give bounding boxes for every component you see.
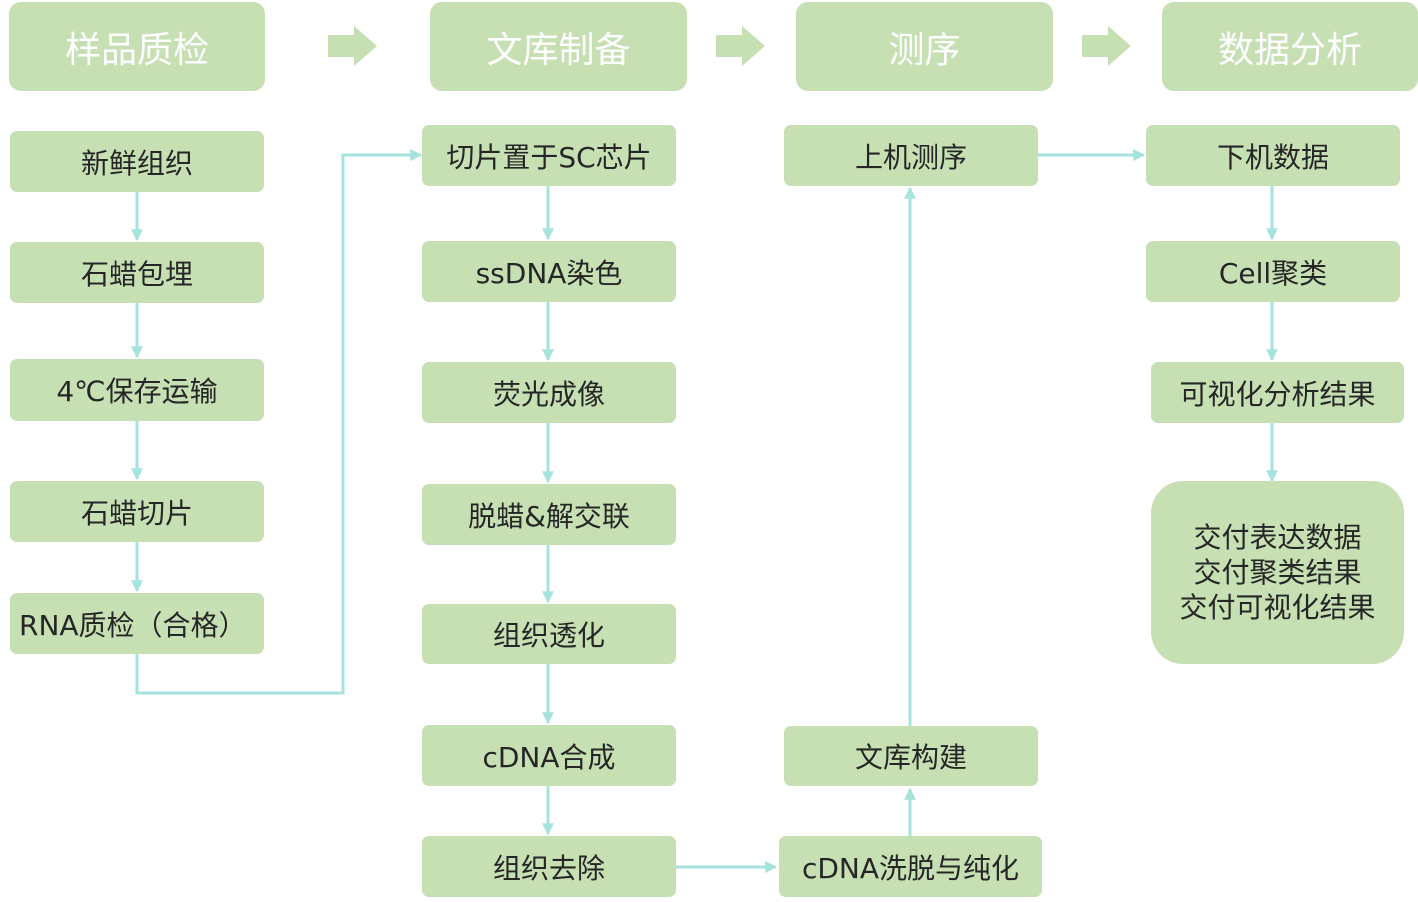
stage-header-sample-qc: 样品质检	[9, 2, 265, 91]
deliverable-clustering-results: 交付聚类结果	[1193, 556, 1362, 589]
step-cell-clustering: Cell聚类	[1146, 241, 1400, 302]
step-visualization-results: 可视化分析结果	[1151, 362, 1404, 423]
right-block-arrow-icon	[1082, 26, 1131, 66]
step-library-construction: 文库构建	[784, 726, 1038, 786]
step-dewax-decrosslink: 脱蜡&解交联	[422, 484, 676, 545]
step-ssdna-staining: ssDNA染色	[422, 241, 676, 302]
stage-header-analysis: 数据分析	[1162, 2, 1418, 91]
deliverable-expression-data: 交付表达数据	[1193, 521, 1362, 554]
step-sequencing-run: 上机测序	[784, 125, 1038, 186]
step-tissue-permeabilization: 组织透化	[422, 604, 676, 664]
step-rna-qc: RNA质检（合格）	[10, 593, 264, 654]
stage-header-sequencing: 测序	[796, 2, 1053, 91]
step-tissue-removal: 组织去除	[422, 836, 676, 897]
stage-header-library-prep: 文库制备	[430, 2, 687, 91]
deliverable-visualization-results: 交付可视化结果	[1179, 591, 1376, 624]
step-paraffin-embedding: 石蜡包埋	[10, 242, 264, 303]
step-cdna-synthesis: cDNA合成	[422, 725, 676, 786]
right-block-arrow-icon	[716, 26, 765, 66]
step-cold-transport: 4℃保存运输	[10, 359, 264, 421]
connector-elbow-arrow	[135, 149, 423, 695]
deliverables-box: 交付表达数据 交付聚类结果 交付可视化结果	[1151, 481, 1404, 664]
right-block-arrow-icon	[328, 26, 377, 66]
step-slide-on-chip: 切片置于SC芯片	[422, 125, 676, 186]
step-fresh-tissue: 新鲜组织	[10, 131, 264, 192]
step-fluorescence-imaging: 荧光成像	[422, 362, 676, 423]
step-paraffin-sectioning: 石蜡切片	[10, 481, 264, 542]
step-cdna-elution: cDNA洗脱与纯化	[779, 836, 1042, 897]
step-raw-data: 下机数据	[1146, 125, 1400, 186]
